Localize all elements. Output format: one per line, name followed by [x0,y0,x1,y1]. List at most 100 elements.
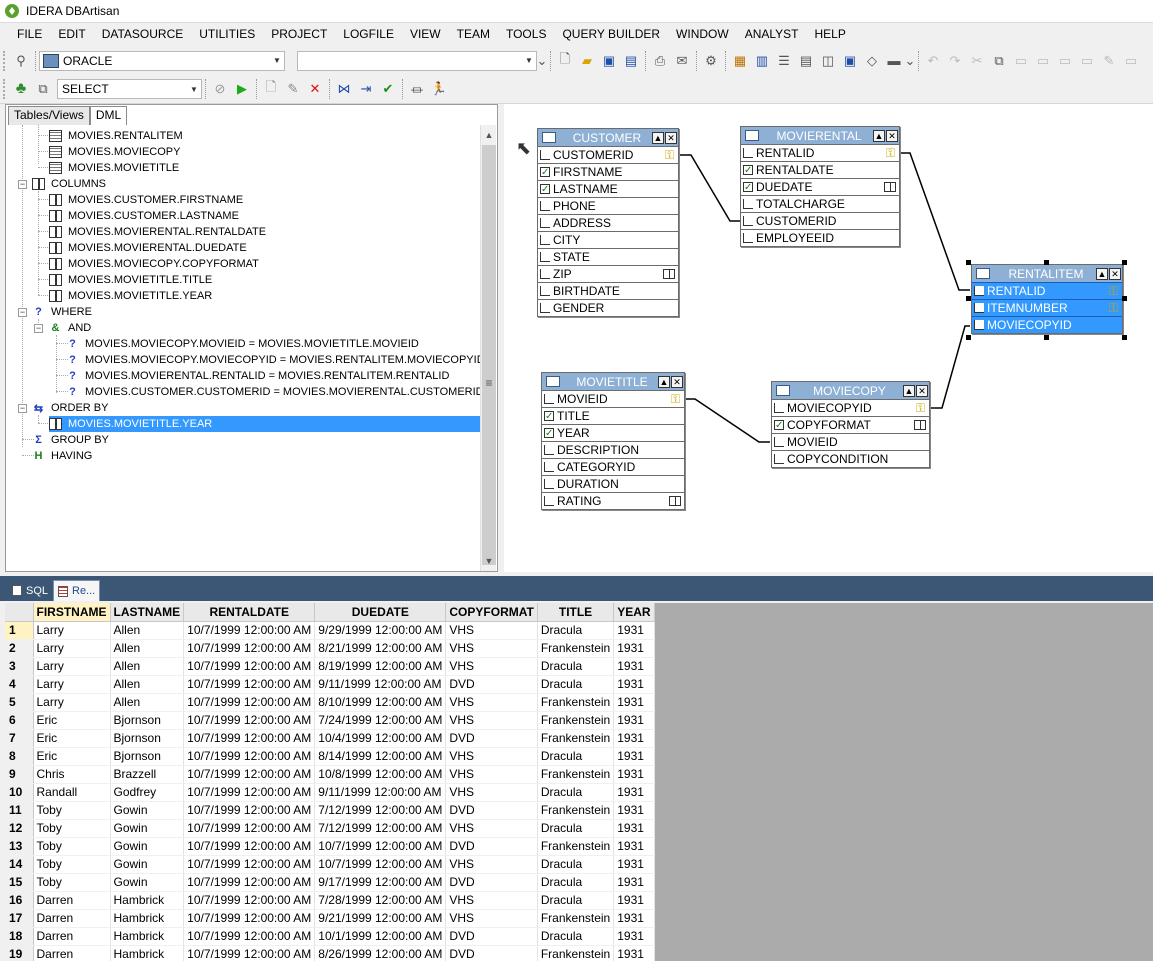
list-icon[interactable]: ☰ [778,52,790,68]
scroll-down-icon[interactable]: ▼ [484,556,494,566]
pane-splitter[interactable] [498,104,504,572]
table-cell[interactable]: VHS [445,783,538,802]
table-cell[interactable]: 9/11/1999 12:00:00 AM [314,783,447,802]
table-cell[interactable]: 1931 [613,621,655,640]
table-cell[interactable]: Toby [33,819,111,838]
overflow-icon[interactable]: ⌄ [904,52,916,68]
table-column-row[interactable]: BIRTHDATE [538,282,678,299]
paste-icon[interactable]: ▭ [1014,52,1028,68]
table-customer[interactable]: CUSTOMER▲✕CUSTOMERID⚿✓FIRSTNAME✓LASTNAME… [537,128,679,317]
table-column-row[interactable]: PHONE [538,197,678,214]
table-cell[interactable]: 10/7/1999 12:00:00 AM [183,675,316,694]
table-column-row[interactable]: COPYCONDITION [772,450,929,467]
tree-item-column[interactable]: MOVIES.CUSTOMER.FIRSTNAME [49,192,243,208]
column-checkbox[interactable]: ✓ [540,167,550,178]
table-cell[interactable]: Frankenstein [537,837,615,856]
clipboard-icon[interactable]: ▭ [1058,52,1072,68]
table-header[interactable]: RENTALITEM▲✕ [972,265,1122,282]
table-cell[interactable]: 7/28/1999 12:00:00 AM [314,891,447,910]
table-cell[interactable]: Dracula [537,783,615,802]
table-cell[interactable]: Larry [33,639,111,658]
table-rentalitem[interactable]: RENTALITEM▲✕RENTALID⚿ITEMNUMBER⚿MOVIECOP… [971,264,1123,334]
column-header[interactable]: DUEDATE [314,603,447,622]
open-folder-icon[interactable]: ▰ [582,52,592,68]
table-column-row[interactable]: CITY [538,231,678,248]
tree-scrollbar[interactable]: ▲ ≡ ▼ [480,125,496,571]
column-header[interactable]: YEAR [613,603,655,622]
column-checkbox[interactable] [544,445,554,455]
table-cell[interactable]: Gowin [110,855,185,874]
table-column-row[interactable]: ✓COPYFORMAT [772,416,929,433]
menu-view[interactable]: VIEW [409,27,441,41]
chevron-down-icon[interactable]: ▼ [525,56,533,65]
table-cell[interactable]: VHS [445,639,538,658]
table-cell[interactable]: Randall [33,783,111,802]
tree-item-order-column[interactable]: MOVIES.MOVIETITLE.YEAR [49,416,480,432]
menu-logfile[interactable]: LOGFILE [343,27,394,41]
collapse-icon[interactable]: − [34,323,43,333]
table-cell[interactable]: Toby [33,801,111,820]
table-cell[interactable]: Eric [33,747,111,766]
table-column-row[interactable]: ✓DUEDATE [741,178,899,195]
tree-item-column[interactable]: MOVIES.MOVIECOPY.COPYFORMAT [49,256,259,272]
table-cell[interactable]: Eric [33,711,111,730]
save-icon[interactable]: ▣ [602,52,616,68]
table-header[interactable]: MOVIETITLE▲✕ [542,373,684,390]
auto-join-icon[interactable]: ⇥ [360,81,372,96]
column-checkbox[interactable]: ✓ [544,411,554,422]
statement-type-combo[interactable]: SELECT ▼ [57,79,202,99]
collapse-icon[interactable]: ▲ [658,375,670,388]
table-cell[interactable]: Darren [33,891,111,910]
table-cell[interactable]: 10/7/1999 12:00:00 AM [183,765,316,784]
collapse-icon[interactable]: − [18,403,27,413]
column-checkbox[interactable] [540,235,550,245]
join-icon[interactable]: ⋈ [337,81,351,96]
table-column-row[interactable]: ✓YEAR [542,424,684,441]
mail-icon[interactable]: ✉ [676,52,688,68]
check-syntax-icon[interactable]: ✔ [382,81,394,96]
tree-item-moviecopy[interactable]: MOVIES.MOVIECOPY [49,144,180,160]
table-cell[interactable]: 10/7/1999 12:00:00 AM [183,855,316,874]
table-cell[interactable]: Dracula [537,747,615,766]
tree-item-movietitle[interactable]: MOVIES.MOVIETITLE [49,160,179,176]
table-cell[interactable]: Larry [33,693,111,712]
column-checkbox[interactable] [974,303,984,313]
copy-icon[interactable]: ⧉ [994,52,1004,68]
column-header[interactable]: LASTNAME [110,603,185,622]
tab-tables-views[interactable]: Tables/Views [8,106,90,125]
run-icon[interactable]: 🏃 [430,81,448,96]
table-cell[interactable]: Frankenstein [537,909,615,928]
table-cell[interactable]: Toby [33,837,111,856]
tree-node-and[interactable]: &AND [49,320,92,336]
table-cell[interactable]: 10/7/1999 12:00:00 AM [183,891,316,910]
table-cell[interactable]: Dracula [537,621,615,640]
column-checkbox[interactable] [540,252,550,262]
table-cell[interactable]: 1931 [613,801,655,820]
table-column-row[interactable]: ✓RENTALDATE [741,161,899,178]
table-column-row[interactable]: RENTALID⚿ [972,282,1122,299]
table-column-row[interactable]: RENTALID⚿ [741,144,899,161]
table-column-row[interactable]: DESCRIPTION [542,441,684,458]
menu-team[interactable]: TEAM [456,27,490,41]
table-cell[interactable]: 1931 [613,675,655,694]
table-cell[interactable]: Dracula [537,819,615,838]
close-icon[interactable]: ✕ [671,375,683,388]
scroll-up-icon[interactable]: ▲ [484,130,494,140]
filter-icon[interactable]: ⏛ [410,82,424,98]
print-icon[interactable]: ⎙ [654,52,666,68]
tree-node-columns[interactable]: COLUMNS [32,176,106,192]
table-cell[interactable]: 1931 [613,693,655,712]
chevron-down-icon[interactable]: ▼ [190,84,198,94]
table-cell[interactable]: Bjornson [110,711,185,730]
resize-handle[interactable] [1122,260,1127,265]
column-checkbox[interactable] [540,286,550,296]
column-checkbox[interactable] [774,437,784,447]
table-cell[interactable]: DVD [445,837,538,856]
